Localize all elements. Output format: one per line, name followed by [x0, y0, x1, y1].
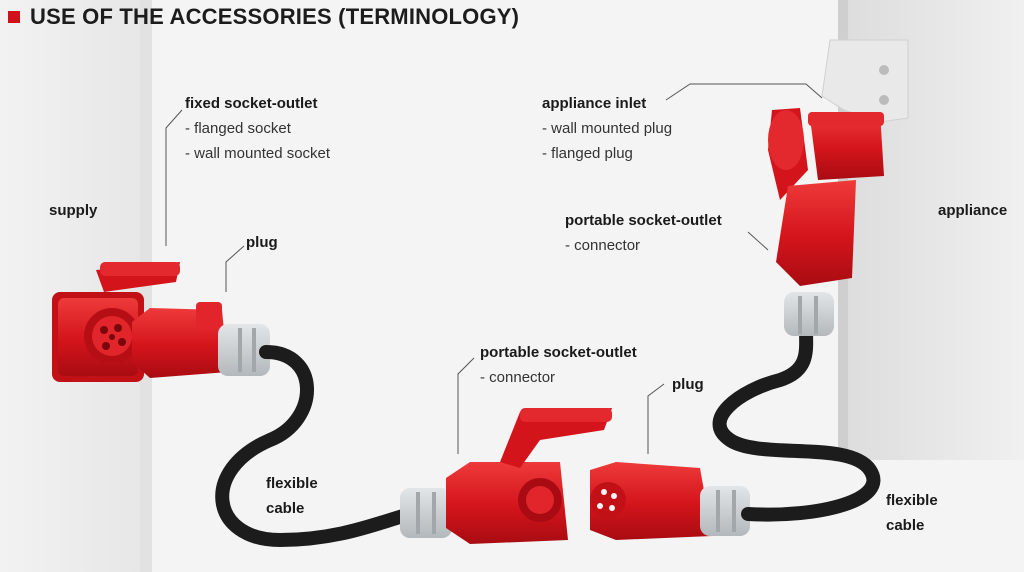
page-title: USE OF THE ACCESSORIES (TERMINOLOGY) [8, 4, 519, 30]
plug-center-label: plug [672, 372, 704, 397]
flexible-cable-left-line2: cable [266, 500, 305, 517]
fixed-socket-outlet-heading: fixed socket-outlet [185, 95, 318, 112]
fixed-socket-outlet-item: - wall mounted socket [185, 145, 331, 162]
portable-socket-outlet-right-heading: portable socket-outlet [565, 212, 722, 229]
fixed-socket-outlet [52, 262, 180, 382]
cable-right [712, 323, 881, 522]
portable-socket-outlet-right [768, 108, 856, 336]
appliance-inlet-item: - flanged plug [542, 145, 633, 162]
plug-left-label: plug [246, 230, 278, 255]
cable-left [215, 345, 417, 548]
leader-lines [165, 83, 823, 454]
appliance-inlet-label: appliance inlet - wall mounted plug - fl… [542, 91, 672, 166]
flexible-cable-left-line1: flexible [266, 475, 318, 492]
portable-socket-outlet-center-item: - connector [480, 369, 556, 386]
flexible-cable-right-line1: flexible [886, 492, 938, 509]
fixed-socket-outlet-label: fixed socket-outlet - flanged socket - w… [185, 91, 330, 166]
title-marker [8, 11, 20, 23]
flexible-cable-right-label: flexible cable [886, 488, 938, 538]
portable-socket-outlet-center [400, 408, 612, 544]
flexible-cable-left-label: flexible cable [266, 471, 318, 521]
portable-socket-outlet-center-label: portable socket-outlet - connector [480, 340, 637, 390]
title-text: USE OF THE ACCESSORIES (TERMINOLOGY) [30, 4, 520, 29]
plug-left-heading: plug [246, 234, 278, 251]
fixed-socket-outlet-item: - flanged socket [185, 120, 291, 137]
flexible-cable-right-line2: cable [886, 517, 925, 534]
plug-left [132, 302, 270, 378]
appliance-label: appliance [938, 202, 1008, 219]
appliance-inlet-heading: appliance inlet [542, 95, 647, 112]
supply-label: supply [49, 202, 98, 219]
appliance-inlet-item: - wall mounted plug [542, 120, 673, 137]
portable-socket-outlet-center-heading: portable socket-outlet [480, 344, 637, 361]
portable-socket-outlet-right-item: - connector [565, 237, 641, 254]
appliance-inlet [808, 39, 909, 180]
plug-center-heading: plug [672, 376, 704, 393]
plug-center [590, 462, 750, 540]
portable-socket-outlet-right-label: portable socket-outlet - connector [565, 208, 722, 258]
